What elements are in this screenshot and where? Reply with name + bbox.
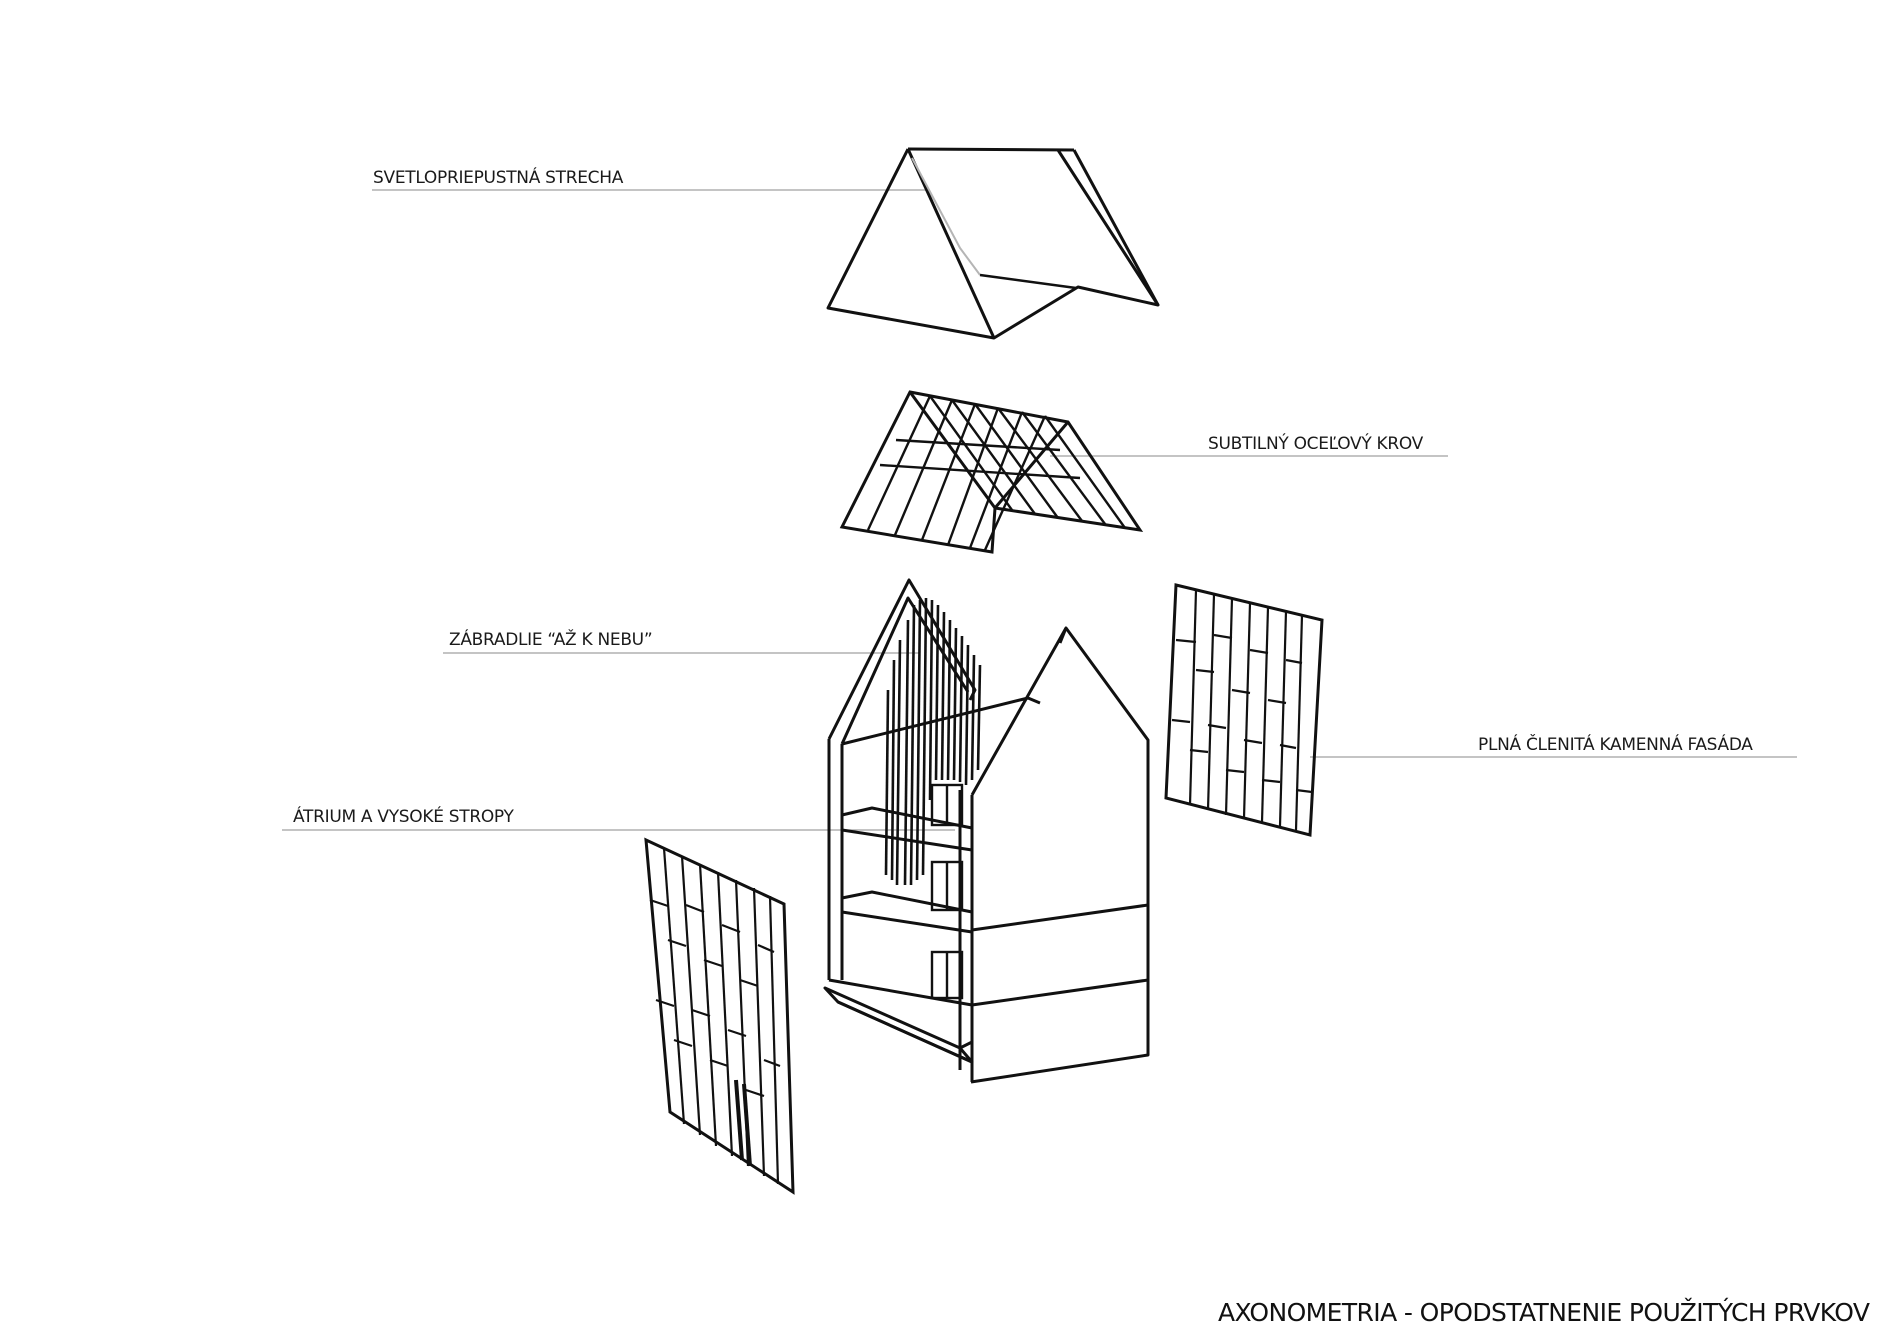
- railing-bars: [884, 597, 982, 886]
- label-truss: SUBTILNÝ OCEĽOVÝ KROV: [1208, 434, 1423, 454]
- diagram-title: AXONOMETRIA - OPODSTATNENIE POUŽITÝCH PR…: [1218, 1298, 1870, 1327]
- leader-lines: [282, 189, 1797, 831]
- label-roof: SVETLOPRIEPUSTNÁ STRECHA: [373, 168, 624, 188]
- steel-truss: [839, 390, 1144, 554]
- label-atrium: ÁTRIUM A VYSOKÉ STROPY: [293, 807, 514, 827]
- right-facade-panel: [1164, 583, 1324, 837]
- label-railing: ZÁBRADLIE “AŽ K NEBU”: [449, 630, 653, 650]
- label-facade: PLNÁ ČLENITÁ KAMENNÁ FASÁDA: [1478, 735, 1753, 755]
- translucent-roof: [826, 147, 1160, 340]
- windows: [930, 783, 964, 1000]
- house-body: [823, 578, 1150, 1084]
- left-facade-panel: [644, 837, 795, 1195]
